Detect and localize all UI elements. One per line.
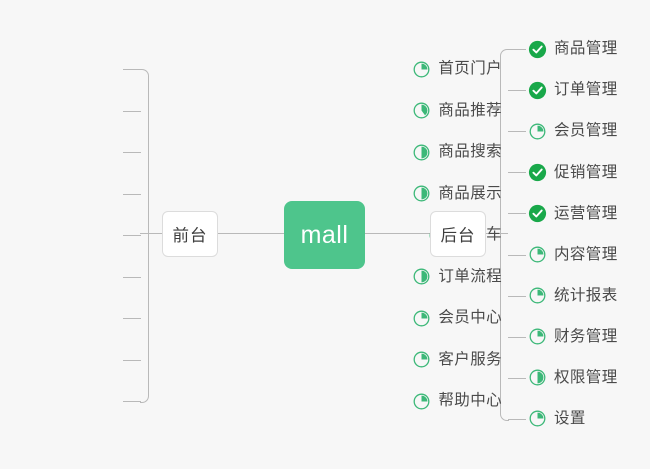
check-circle-icon — [528, 204, 547, 223]
mindmap-leaf-left-2[interactable]: 商品搜索 — [412, 139, 502, 165]
leaf-connector-right-7 — [508, 337, 526, 338]
leaf-label: 财务管理 — [554, 327, 618, 345]
leaf-label: 会员中心 — [438, 309, 502, 327]
node-root-label: mall — [300, 220, 349, 249]
leaf-connector-left-8 — [123, 401, 141, 402]
leaf-connector-right-8 — [508, 378, 526, 379]
leaf-connector-right-9 — [508, 419, 526, 420]
leaf-label: 促销管理 — [554, 163, 618, 181]
leaf-label: 帮助中心 — [438, 392, 502, 410]
leaf-connector-left-4 — [123, 235, 141, 236]
leaf-connector-left-3 — [123, 194, 141, 195]
mindmap-leaf-left-1[interactable]: 商品推荐 — [412, 98, 502, 124]
check-circle-icon — [528, 163, 547, 182]
leaf-label: 统计报表 — [554, 286, 618, 304]
leaf-label: 商品推荐 — [438, 101, 502, 119]
leaf-label: 订单管理 — [554, 81, 618, 99]
mindmap-leaf-right-7[interactable]: 财务管理 — [528, 324, 618, 350]
connector-root-to-back — [365, 233, 431, 234]
mindmap-leaf-left-7[interactable]: 客户服务 — [412, 347, 502, 373]
leaf-label: 首页门户 — [438, 60, 502, 78]
mindmap-leaf-right-6[interactable]: 统计报表 — [528, 283, 618, 309]
mindmap-leaf-right-8[interactable]: 权限管理 — [528, 365, 618, 391]
leaf-connector-right-0 — [508, 49, 526, 50]
node-front-end[interactable]: 前台 — [162, 211, 218, 257]
pie-progress-icon — [412, 350, 431, 369]
leaf-connector-left-1 — [123, 111, 141, 112]
leaf-label: 订单流程 — [438, 267, 502, 285]
mindmap-leaf-left-6[interactable]: 会员中心 — [412, 305, 502, 331]
leaf-connector-right-6 — [508, 296, 526, 297]
node-front-end-label: 前台 — [172, 227, 208, 245]
node-back-end-label: 后台 — [440, 227, 476, 245]
node-root-mall[interactable]: mall — [284, 201, 365, 269]
check-circle-icon — [528, 81, 547, 100]
pie-progress-icon — [528, 286, 547, 305]
node-back-end[interactable]: 后台 — [430, 211, 486, 257]
leaf-connector-right-3 — [508, 172, 526, 173]
mindmap-leaf-left-5[interactable]: 订单流程 — [412, 264, 502, 290]
connector-front-to-root — [218, 233, 285, 234]
mindmap-leaf-right-1[interactable]: 订单管理 — [528, 77, 618, 103]
leaf-connector-right-1 — [508, 90, 526, 91]
leaf-connector-right-2 — [508, 131, 526, 132]
leaf-label: 商品展示 — [438, 184, 502, 202]
leaf-connector-left-0 — [123, 69, 141, 70]
mindmap-leaf-right-3[interactable]: 促销管理 — [528, 159, 618, 185]
pie-progress-icon — [528, 409, 547, 428]
leaf-label: 设置 — [554, 410, 586, 428]
pie-progress-icon — [412, 309, 431, 328]
leaf-label: 会员管理 — [554, 122, 618, 140]
pie-progress-icon — [528, 245, 547, 264]
leaf-label: 权限管理 — [554, 369, 618, 387]
mindmap-leaf-right-0[interactable]: 商品管理 — [528, 36, 618, 62]
leaf-label: 运营管理 — [554, 204, 618, 222]
pie-progress-icon — [412, 267, 431, 286]
leaf-connector-left-6 — [123, 318, 141, 319]
mindmap-leaf-right-5[interactable]: 内容管理 — [528, 242, 618, 268]
pie-progress-icon — [412, 60, 431, 79]
mindmap-leaf-right-9[interactable]: 设置 — [528, 406, 586, 432]
leaf-label: 商品管理 — [554, 40, 618, 58]
mindmap-leaf-left-0[interactable]: 首页门户 — [412, 56, 502, 82]
mindmap-leaf-left-8[interactable]: 帮助中心 — [412, 388, 502, 414]
pie-progress-icon — [528, 327, 547, 346]
pie-progress-icon — [412, 101, 431, 120]
mindmap-leaf-right-2[interactable]: 会员管理 — [528, 118, 618, 144]
pie-progress-icon — [412, 143, 431, 162]
pie-progress-icon — [412, 392, 431, 411]
leaf-connector-right-4 — [508, 213, 526, 214]
leaf-connector-left-7 — [123, 360, 141, 361]
leaf-connector-left-2 — [123, 152, 141, 153]
pie-progress-icon — [412, 184, 431, 203]
leaf-label: 内容管理 — [554, 245, 618, 263]
pie-progress-icon — [528, 122, 547, 141]
right-branch-bracket — [500, 49, 509, 421]
mindmap-leaf-left-3[interactable]: 商品展示 — [412, 181, 502, 207]
leaf-connector-right-5 — [508, 255, 526, 256]
mindmap-leaf-right-4[interactable]: 运营管理 — [528, 200, 618, 226]
connector-back-to-right-bracket — [486, 233, 508, 234]
connector-left-bracket-to-front — [140, 233, 163, 234]
leaf-label: 商品搜索 — [438, 143, 502, 161]
check-circle-icon — [528, 40, 547, 59]
left-branch-bracket — [140, 69, 149, 403]
leaf-connector-left-5 — [123, 277, 141, 278]
pie-progress-icon — [528, 368, 547, 387]
leaf-label: 客户服务 — [438, 350, 502, 368]
